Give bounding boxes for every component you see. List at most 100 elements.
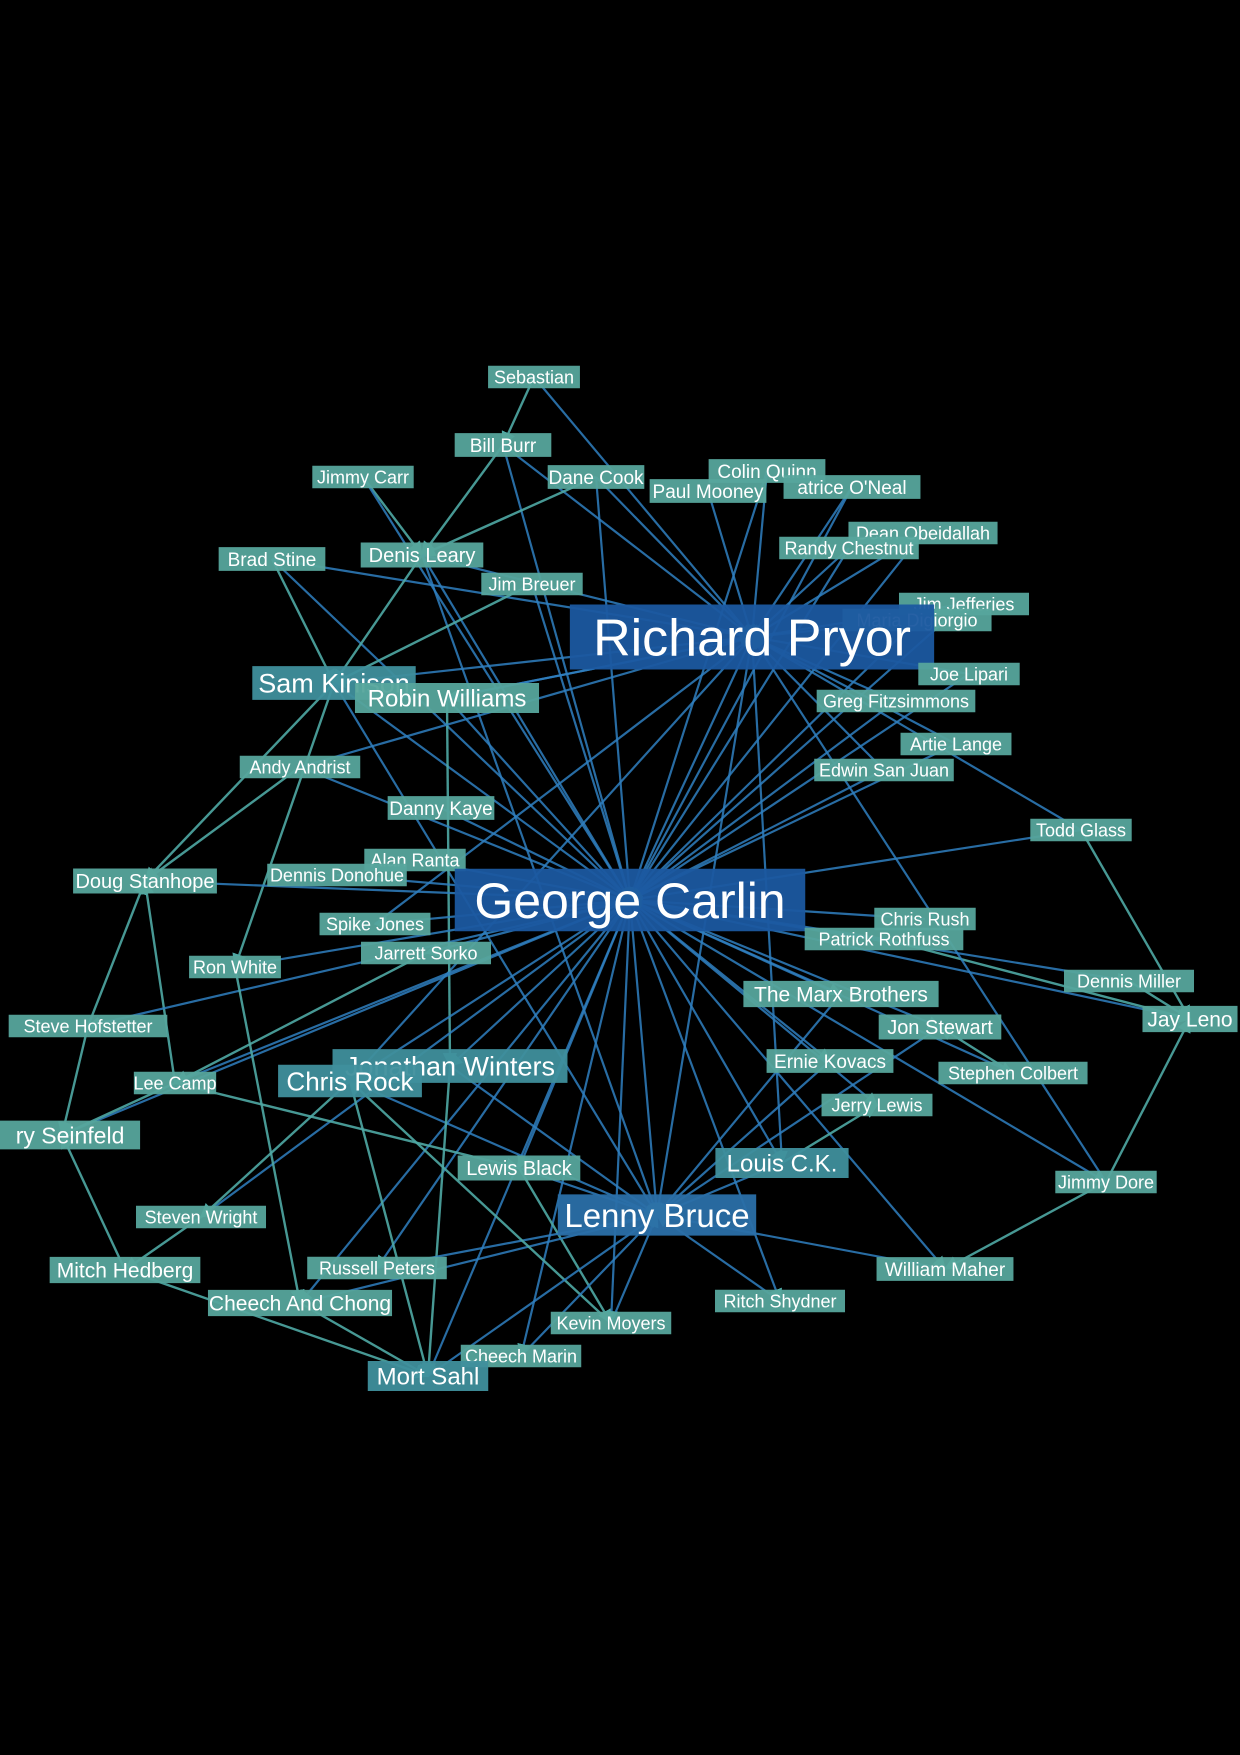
node-label: Todd Glass <box>1036 820 1126 840</box>
node-box <box>766 1049 894 1073</box>
node-dane-cook[interactable]: Dane Cook <box>547 465 645 489</box>
node-denis-leary[interactable]: Denis Leary <box>360 542 484 568</box>
node-chris-rock[interactable]: Chris Rock <box>278 1064 422 1098</box>
node-doug-stanhope[interactable]: Doug Stanhope <box>73 868 217 894</box>
node-box <box>360 542 484 568</box>
node-jarrett-sorko[interactable]: Jarrett Sorko <box>360 941 492 965</box>
node-sebastian[interactable]: Sebastian <box>488 365 580 389</box>
node-louis-ck[interactable]: Louis C.K. <box>715 1148 849 1178</box>
node-stephen-colbert[interactable]: Stephen Colbert <box>938 1061 1088 1085</box>
node-chris-rush[interactable]: Chris Rush <box>874 907 976 931</box>
node-jay-leno[interactable]: Jay Leno <box>1142 1005 1238 1033</box>
node-box <box>0 1120 141 1150</box>
node-box <box>49 1256 201 1284</box>
node-label: Ernie Kovacs <box>774 1052 886 1073</box>
node-danny-kaye[interactable]: Danny Kaye <box>387 796 495 820</box>
node-patrick-rothfuss[interactable]: Patrick Rothfuss <box>804 927 964 951</box>
node-jimmy-dore[interactable]: Jimmy Dore <box>1055 1170 1157 1194</box>
edge-lee-camp-to-lewis-black <box>174 1081 521 1172</box>
edge-brad-stine-to-george-carlin <box>271 558 631 901</box>
node-william-maher[interactable]: William Maher <box>876 1257 1014 1281</box>
node-jim-breuer[interactable]: Jim Breuer <box>481 572 583 596</box>
edge-ernie-kovacs-to-lenny-bruce <box>656 1060 831 1216</box>
node-label: Mitch Hedberg <box>57 1260 194 1283</box>
edge-denis-leary-to-sam-kinison <box>333 554 423 685</box>
node-box <box>1063 969 1195 993</box>
node-box <box>8 1014 168 1038</box>
node-the-marx-brothers[interactable]: The Marx Brothers <box>743 980 939 1008</box>
node-artie-lange[interactable]: Artie Lange <box>900 732 1012 756</box>
node-label: Sebastian <box>494 367 574 387</box>
node-box <box>878 1014 1002 1040</box>
node-joe-lipari[interactable]: Joe Lipari <box>918 662 1020 686</box>
node-george-carlin[interactable]: George Carlin <box>454 868 806 932</box>
node-box <box>133 1071 217 1095</box>
node-edwin-san-juan[interactable]: Edwin San Juan <box>814 758 954 782</box>
edge-the-marx-brothers-to-lenny-bruce <box>656 993 842 1217</box>
edge-dane-cook-to-george-carlin <box>594 476 636 902</box>
node-randy-chestnut[interactable]: Randy Chestnut <box>779 536 919 560</box>
node-jerry-lewis[interactable]: Jerry Lewis <box>821 1093 933 1117</box>
node-cheech-marin[interactable]: Cheech Marin <box>460 1344 582 1368</box>
node-dennis-miller[interactable]: Dennis Miller <box>1063 969 1195 993</box>
node-box <box>569 604 935 670</box>
edge-jonathan-winters-to-mort-sahl <box>421 1065 452 1378</box>
node-label: ry Seinfeld <box>16 1122 125 1148</box>
node-brad-stine[interactable]: Brad Stine <box>218 547 326 571</box>
edge-robin-williams-to-jonathan-winters <box>442 697 458 1068</box>
node-label: Lee Camp <box>133 1073 216 1093</box>
node-box <box>900 732 1012 756</box>
node-label: Dennis Donohue <box>270 865 404 885</box>
edge-jimmy-carr-to-denis-leary <box>362 476 423 557</box>
node-steven-wright[interactable]: Steven Wright <box>135 1205 267 1229</box>
node-label: Doug Stanhope <box>75 871 214 893</box>
edge-chris-rock-to-lenny-bruce <box>349 1079 659 1217</box>
node-dennis-donohue[interactable]: Dennis Donohue <box>267 863 407 887</box>
edge-sebastian-to-richard-pryor <box>533 376 753 639</box>
node-lenny-bruce[interactable]: Lenny Bruce <box>557 1194 757 1236</box>
node-label: Dane Cook <box>548 468 644 489</box>
node-mort-sahl[interactable]: Mort Sahl <box>367 1361 489 1391</box>
node-box <box>1030 818 1132 842</box>
edge-sam-kinison-to-doug-stanhope <box>144 682 335 883</box>
node-jimmy-carr[interactable]: Jimmy Carr <box>312 465 414 489</box>
node-steve-hofstetter[interactable]: Steve Hofstetter <box>8 1014 168 1038</box>
node-box <box>779 536 919 560</box>
node-jerry-seinfeld[interactable]: ry Seinfeld <box>0 1120 141 1150</box>
node-label: George Carlin <box>474 873 785 929</box>
node-box <box>360 941 492 965</box>
node-kevin-moyers[interactable]: Kevin Moyers <box>550 1311 672 1335</box>
node-label: Joe Lipari <box>930 664 1008 684</box>
node-label: Jarrett Sorko <box>374 943 477 963</box>
node-jon-stewart[interactable]: Jon Stewart <box>878 1014 1002 1040</box>
node-richard-pryor[interactable]: Richard Pryor <box>569 604 935 670</box>
node-lee-camp[interactable]: Lee Camp <box>133 1071 217 1095</box>
node-label: Russell Peters <box>319 1258 435 1278</box>
node-bill-burr[interactable]: Bill Burr <box>454 433 552 457</box>
node-andy-andrist[interactable]: Andy Andrist <box>239 755 361 779</box>
node-box <box>387 796 495 820</box>
node-mitch-hedberg[interactable]: Mitch Hedberg <box>49 1256 201 1284</box>
edge-jonathan-winters-to-lenny-bruce <box>449 1065 659 1216</box>
edge-lewis-black-to-kevin-moyers <box>517 1167 613 1325</box>
node-label: Patrick Rothfuss <box>818 929 949 949</box>
node-label: Stephen Colbert <box>948 1063 1078 1083</box>
edge-jim-breuer-to-george-carlin <box>530 583 633 902</box>
node-paul-mooney[interactable]: Paul Mooney <box>649 479 767 503</box>
node-box <box>278 1064 422 1098</box>
node-russell-peters[interactable]: Russell Peters <box>307 1256 447 1280</box>
node-patrice-oneal[interactable]: atrice O'Neal <box>783 475 921 499</box>
node-cheech-and-chong[interactable]: Cheech And Chong <box>207 1289 393 1317</box>
node-lewis-black[interactable]: Lewis Black <box>457 1155 581 1181</box>
node-ritch-shydner[interactable]: Ritch Shydner <box>714 1289 846 1313</box>
node-spike-jones[interactable]: Spike Jones <box>319 912 431 936</box>
node-greg-fitzsimmons[interactable]: Greg Fitzsimmons <box>816 689 976 713</box>
node-box <box>189 955 281 979</box>
edge-spike-jones-to-richard-pryor <box>374 636 754 925</box>
edge-patrick-rothfuss-to-jay-leno <box>883 937 1192 1023</box>
node-robin-williams[interactable]: Robin Williams <box>354 683 540 713</box>
node-ron-white[interactable]: Ron White <box>189 955 281 979</box>
node-ernie-kovacs[interactable]: Ernie Kovacs <box>766 1049 894 1073</box>
node-todd-glass[interactable]: Todd Glass <box>1030 818 1132 842</box>
